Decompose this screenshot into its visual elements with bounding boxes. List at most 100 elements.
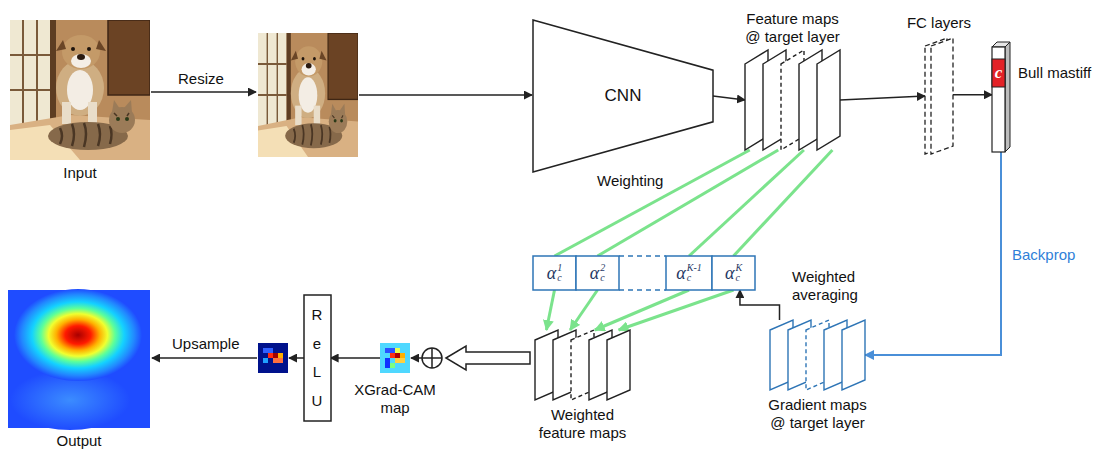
flow-arrow [953, 94, 992, 96]
weighting-arrow [570, 290, 597, 330]
vector-side [1005, 42, 1010, 152]
index-stack: K-1c [687, 263, 702, 283]
node-label: XGrad-CAM map [352, 381, 438, 417]
node-label: Weighted feature maps [533, 406, 633, 442]
averaging-arrow [740, 290, 780, 320]
xgradcam-heatmap-part [385, 358, 390, 368]
gradient-map-stack-outline [770, 320, 865, 390]
node-label: Feature maps @ target layer [741, 10, 845, 46]
subscript: c [557, 273, 562, 283]
vector-gap-part [619, 289, 666, 291]
cell-border [576, 256, 619, 290]
backprop-arrow [865, 152, 1001, 355]
class-score-vector: cBull mastiff [992, 42, 1010, 152]
relu-heatmap-part [258, 343, 288, 373]
alpha-symbol: α [676, 264, 685, 282]
superscript: 2 [600, 263, 605, 273]
node-label: ReLU [310, 301, 325, 415]
relu-heatmap [258, 343, 288, 373]
node-label: Gradient maps @ target layer [766, 396, 870, 432]
edge-label: Backprop [1010, 246, 1077, 264]
edge-label: Weighted averaging [790, 268, 876, 304]
weighting-line [555, 150, 750, 256]
weighting-line [598, 150, 779, 256]
flow-arrow-part [289, 357, 304, 359]
map-sheet [842, 320, 865, 390]
subscript: c [600, 273, 605, 283]
cell-border [712, 256, 755, 290]
xgradcam-heatmap-part [400, 353, 405, 358]
relu-box: ReLU [304, 295, 331, 421]
fc-layers-outline [925, 38, 953, 154]
xgradcam-heatmap [380, 343, 410, 373]
index-stack: 1c [557, 263, 562, 283]
box-border [304, 295, 331, 421]
alpha-symbol: α [590, 264, 599, 282]
xgradcam-map: XGrad-CAM map [380, 343, 410, 373]
xgradcam-heatmap-part [395, 358, 405, 363]
flow-arrow [713, 96, 745, 100]
vector-gap [619, 256, 666, 290]
xgradcam-heatmap-part [390, 363, 395, 368]
output-heatmap: Output [8, 290, 150, 428]
cell-border [533, 256, 576, 290]
gradient-map-stack: Gradient maps @ target layer [770, 320, 865, 390]
weight-cell: α1c [533, 256, 576, 290]
alpha-symbol: α [725, 264, 734, 282]
node-label: FC layers [894, 14, 984, 32]
relu-heatmap-part [263, 358, 268, 363]
flow-arrow [151, 92, 532, 358]
hollow-arrow-part [446, 346, 530, 370]
vector-gap-part [619, 255, 666, 257]
class-cell [992, 59, 1005, 87]
flow-arrow [840, 96, 925, 100]
weight-symbol: αK-1c [676, 263, 701, 283]
node-label: Bull mastiff [1018, 64, 1091, 82]
sum-symbol [422, 348, 442, 368]
feature-map-stack: Feature maps @ target layer [745, 50, 840, 150]
subscript: c [735, 273, 742, 283]
output-heatmap-part [14, 289, 142, 381]
resize-label: Resize [176, 70, 226, 88]
xgradcam-heatmap-part [395, 348, 400, 353]
flow-arrow-part [152, 357, 257, 359]
xgradcam-heatmap-part [385, 348, 395, 353]
subscript: c [687, 273, 702, 283]
weight-symbol: α1c [547, 263, 562, 283]
map-sheet [607, 330, 630, 400]
class-score-vector-outline [992, 42, 1010, 152]
input-photo-part [10, 20, 150, 160]
hollow-arrow [446, 346, 530, 370]
input-image: Input [10, 20, 150, 160]
relu-heatmap-part [268, 353, 273, 358]
sum-symbol-part [422, 348, 442, 368]
xgradcam-heatmap-part [380, 343, 410, 373]
relu-heatmap-part [273, 353, 278, 358]
node-label: Input [50, 164, 110, 182]
weight-symbol: α2c [590, 263, 605, 283]
relu-heatmap-part [278, 353, 283, 358]
weighting-arrow [619, 290, 734, 330]
feature-map-stack-outline [745, 50, 840, 150]
relu-heatmap-part [273, 358, 283, 363]
flow-arrow [331, 357, 381, 359]
weighting-label: Weighting [595, 172, 665, 190]
fc-layer [931, 38, 953, 154]
input-photo [10, 20, 150, 160]
superscript: 1 [557, 263, 562, 273]
xgradcam-heatmap-part [395, 353, 400, 358]
weight-symbol: αKc [725, 263, 742, 283]
weighted-feature-maps: Weighted feature maps [535, 330, 630, 400]
upsample-label: Upsample [170, 335, 242, 353]
cell-border [666, 256, 712, 290]
cnn-block: CNN [533, 20, 713, 172]
flow-arrow-part [359, 94, 532, 96]
superscript: K [735, 263, 742, 273]
class-index: c [992, 59, 1005, 87]
weighted-feature-maps-outline [535, 330, 630, 400]
weighting-line [734, 150, 833, 256]
sum-symbol-part [422, 348, 442, 368]
weight-cell: α2c [576, 256, 619, 290]
